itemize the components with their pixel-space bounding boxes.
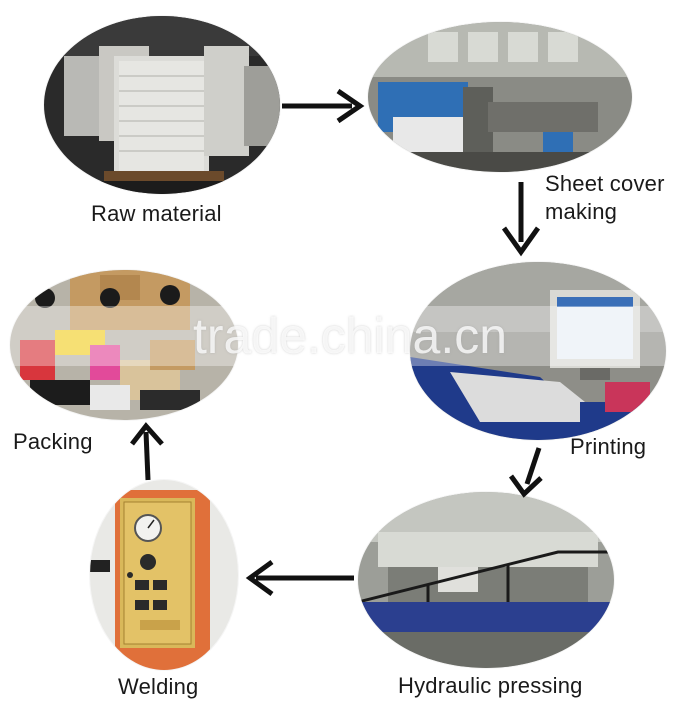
printing-photo [410, 262, 666, 440]
packing-photo [10, 270, 238, 420]
hydraulic-pressing-photo [358, 492, 614, 668]
welding-photo [90, 480, 238, 670]
arrow-welding-to-packing [130, 422, 164, 481]
arrow-printing-to-pressing [508, 447, 543, 498]
sheet-cover-making-photo [368, 22, 632, 172]
raw-material-photo [44, 16, 280, 194]
printing-label: Printing [570, 434, 647, 459]
arrow-raw-to-sheet [282, 88, 365, 124]
hydraulic-pressing-label: Hydraulic pressing [398, 673, 583, 698]
packing-label: Packing [13, 429, 93, 454]
arrow-sheet-to-printing [501, 182, 541, 257]
sheet-cover-making-label: Sheet cover making [545, 171, 665, 224]
welding-label: Welding [118, 674, 199, 699]
raw-material-label: Raw material [91, 201, 222, 226]
arrow-pressing-to-welding [245, 559, 354, 597]
